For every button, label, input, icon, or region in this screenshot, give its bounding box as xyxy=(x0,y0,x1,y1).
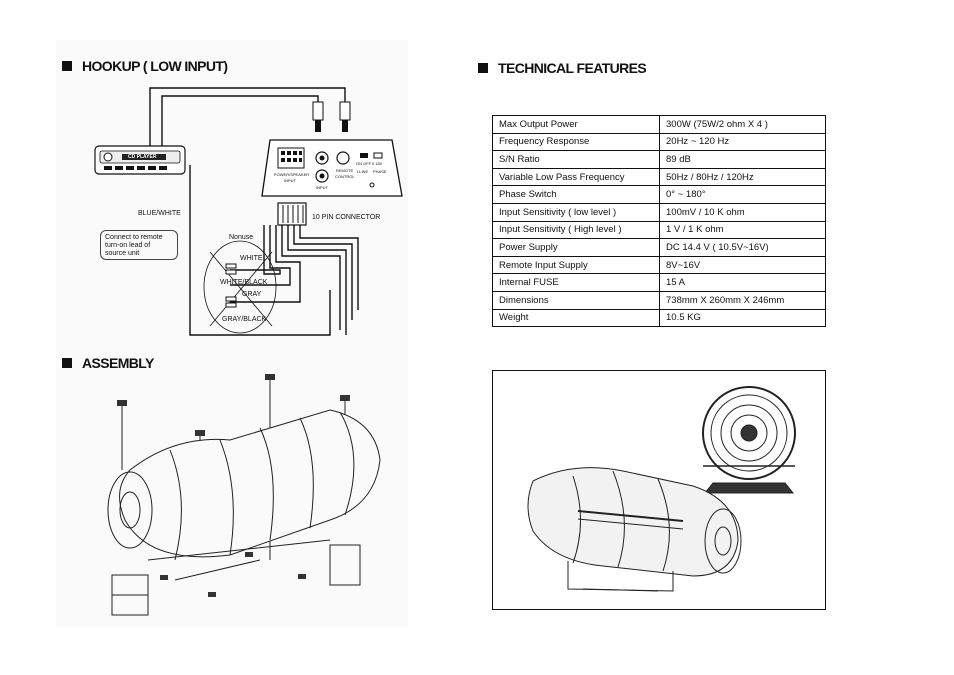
table-row: Input Sensitivity ( High level )1 V / 1 … xyxy=(492,220,826,240)
hookup-title: HOOKUP ( LOW INPUT) xyxy=(82,58,228,74)
remote-note: Connect to remote turn-on lead of source… xyxy=(100,230,178,260)
onoff-label: ON OFF xyxy=(356,161,372,166)
spec-label: Weight xyxy=(492,308,660,328)
nonuse-wires xyxy=(203,240,277,334)
assembly-title: ASSEMBLY xyxy=(82,355,154,371)
spec-value: 50Hz / 80Hz / 120Hz xyxy=(659,167,826,187)
cd-player-label: CD PLAYER xyxy=(128,154,157,160)
spec-label: Remote Input Supply xyxy=(492,255,660,275)
assembly-heading: ASSEMBLY xyxy=(62,355,154,371)
spec-label: Dimensions xyxy=(492,290,660,310)
wire-gray-label: GRAY xyxy=(242,291,262,298)
wire-white-black-label: WHITE/BLACK xyxy=(220,279,268,286)
spec-label: Input Sensitivity ( low level ) xyxy=(492,202,660,222)
spec-label: S/N Ratio xyxy=(492,150,660,169)
input-left-label: INPUT xyxy=(284,178,296,183)
lpf-label: LLINE xyxy=(357,169,369,174)
spec-label: Internal FUSE xyxy=(492,273,660,292)
spec-value: 10.5 KG xyxy=(659,308,826,328)
phase-label: PHASE xyxy=(373,169,387,174)
spec-label: Input Sensitivity ( High level ) xyxy=(492,220,660,240)
spec-value: 20Hz ~ 120 Hz xyxy=(659,132,826,152)
head-unit xyxy=(94,145,186,175)
blue-white-label: BLUE/WHITE xyxy=(138,210,181,217)
nonuse-label: Nonuse xyxy=(229,234,254,241)
input-center-label: INPUT xyxy=(316,185,328,190)
rca-plugs xyxy=(312,101,351,132)
spec-label: Power Supply xyxy=(492,238,660,257)
phase-values-label: 0 180 xyxy=(372,161,383,166)
wire-white-label: WHITE xyxy=(240,255,263,262)
spec-label: Frequency Response xyxy=(492,132,660,152)
spec-value: DC 14.4 V ( 10.5V~16V) xyxy=(659,238,826,257)
power-speaker-label: POWER/SPEAKER xyxy=(274,172,310,177)
spec-value: 89 dB xyxy=(659,150,826,169)
table-row: Input Sensitivity ( low level )100mV / 1… xyxy=(492,202,826,222)
bullet-square-icon xyxy=(62,61,72,71)
spec-label: Max Output Power xyxy=(492,115,660,134)
spec-value: 0° ~ 180° xyxy=(659,185,826,204)
remote-label: REMOTE xyxy=(336,168,354,173)
hookup-heading: HOOKUP ( LOW INPUT) xyxy=(62,58,228,74)
spec-label: Phase Switch xyxy=(492,185,660,204)
spec-label: Variable Low Pass Frequency xyxy=(492,167,660,187)
spec-value: 738mm X 260mm X 246mm xyxy=(659,290,826,310)
features-heading: TECHNICAL FEATURES xyxy=(478,60,647,76)
spec-value: 8V~16V xyxy=(659,255,826,275)
spec-value: 300W (75W/2 ohm X 4 ) xyxy=(659,115,826,134)
spec-value: 100mV / 10 K ohm xyxy=(659,202,826,222)
spec-value: 1 V / 1 K ohm xyxy=(659,220,826,240)
connector-label: 10 PIN CONNECTOR xyxy=(312,214,381,221)
spec-value: 15 A xyxy=(659,273,826,292)
control-label: CONTROL xyxy=(335,174,355,179)
features-title: TECHNICAL FEATURES xyxy=(498,60,647,76)
bullet-square-icon xyxy=(478,63,488,73)
bullet-square-icon xyxy=(62,358,72,368)
ten-pin-connector xyxy=(277,202,307,226)
amp-panel xyxy=(261,139,403,197)
product-photo xyxy=(492,370,826,610)
wire-gray-black-label: GRAY/BLACK xyxy=(222,316,267,323)
subwoofer-illustration xyxy=(527,386,796,592)
